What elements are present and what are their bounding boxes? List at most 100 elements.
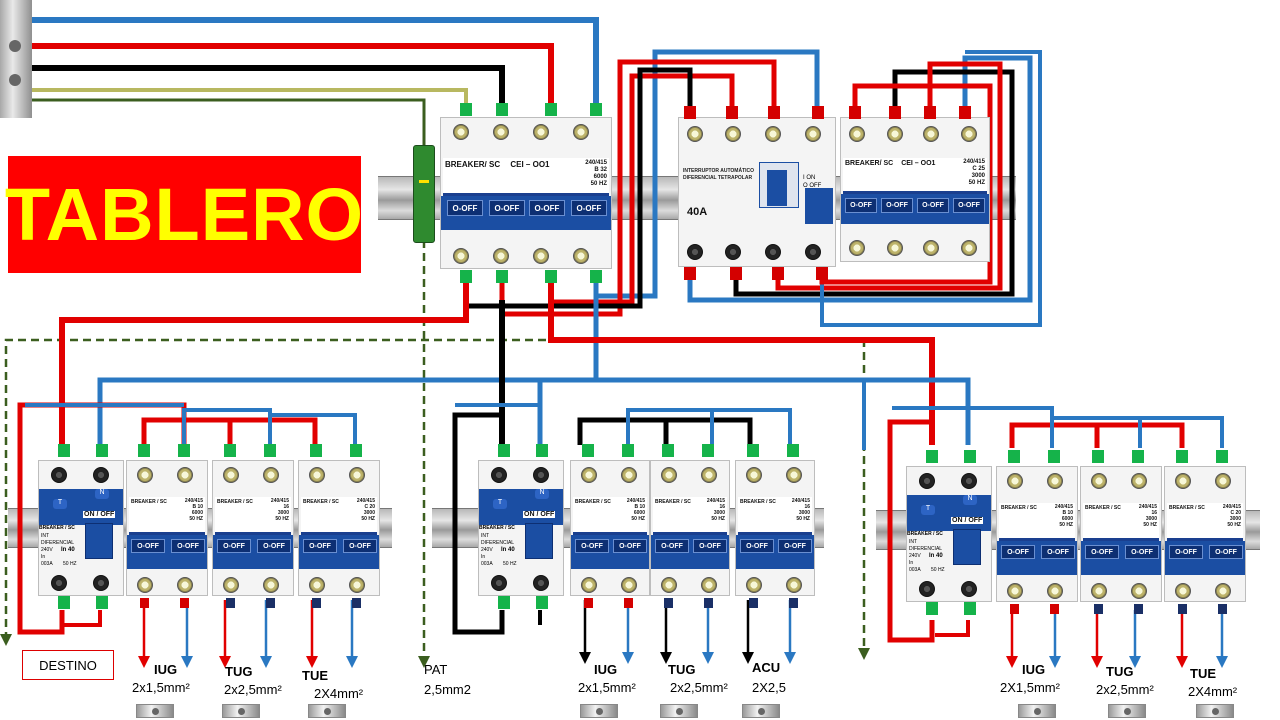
breaker-switch-left[interactable]: O-OFF — [303, 539, 337, 553]
main-breaker-switch-2[interactable]: O-OFF — [489, 200, 525, 216]
diff-line: 003A — [909, 567, 921, 573]
conduit-pipe — [136, 704, 174, 718]
circuit-name: TUG — [1106, 664, 1134, 679]
spec: B 32 — [594, 167, 607, 173]
circuit-section: 2x2,5mm² — [1096, 682, 1154, 697]
breaker-switch-left[interactable]: O-OFF — [1169, 545, 1203, 559]
breaker-switch-right[interactable]: O-OFF — [1209, 545, 1243, 559]
spec: 3000 — [971, 173, 985, 179]
breaker-label: BREAKER / SC — [740, 499, 776, 505]
switch-label: O-OFF — [1131, 548, 1153, 556]
circuit-section: 2x1,5mm² — [132, 680, 190, 695]
diff-line: 003A — [41, 561, 53, 567]
diff-toggle[interactable] — [953, 529, 981, 565]
conduit-pipe — [222, 704, 260, 718]
switch-label: O-OFF — [452, 203, 478, 213]
diff-line: DIFERENCIAL — [41, 540, 75, 546]
diff-line: DIFERENCIAL — [481, 540, 515, 546]
t-badge: T — [53, 499, 67, 509]
breaker-switch-right[interactable]: O-OFF — [693, 539, 727, 553]
breaker-label: BREAKER / SC — [217, 499, 253, 505]
breaker-switch-right[interactable]: O-OFF — [613, 539, 647, 553]
breaker-switch-left[interactable]: O-OFF — [1085, 545, 1119, 559]
breaker-switch-left[interactable]: O-OFF — [740, 539, 774, 553]
diff-rating: 40A — [687, 206, 707, 218]
conduit-pipe — [580, 704, 618, 718]
diff-toggle[interactable] — [525, 523, 553, 559]
spec: 240/415 — [963, 159, 985, 165]
switch-label: O-OFF — [661, 542, 683, 550]
breaker-switch-left[interactable]: O-OFF — [575, 539, 609, 553]
switch-label: O-OFF — [850, 202, 872, 209]
spec: 240/415 — [1054, 504, 1073, 510]
main-breaker-switch-3[interactable]: O-OFF — [529, 200, 565, 216]
supply-neutral-wire — [32, 17, 599, 110]
diff-top-label: BREAKER / SC — [479, 525, 515, 531]
breaker-switch-right[interactable]: O-OFF — [778, 539, 812, 553]
spec: 240/415 — [791, 498, 810, 504]
breaker-switch-right[interactable]: O-OFF — [1041, 545, 1075, 559]
breaker-switch-left[interactable]: O-OFF — [655, 539, 689, 553]
n-badge: N — [95, 489, 109, 499]
switch-label: O-OFF — [784, 542, 806, 550]
breaker-switch-right[interactable]: O-OFF — [1125, 545, 1159, 559]
spec: 50 HZ — [1143, 522, 1157, 528]
main-breaker-switch-1[interactable]: O-OFF — [447, 200, 483, 216]
spec: 240/415 — [626, 498, 645, 504]
switch-label: O-OFF — [1175, 548, 1197, 556]
c25-switch-4[interactable]: O-OFF — [953, 198, 985, 213]
main-breaker-switch-4[interactable]: O-OFF — [571, 200, 607, 216]
n-badge: N — [535, 489, 549, 499]
switch-label: O-OFF — [619, 542, 641, 550]
diff-line: In — [481, 554, 486, 560]
c25-switch-2[interactable]: O-OFF — [881, 198, 913, 213]
switch-label: O-OFF — [137, 542, 159, 550]
spec: C 25 — [972, 166, 985, 172]
title-box: TABLERO — [5, 156, 363, 273]
conduit-pipe — [308, 704, 346, 718]
circuit-name: IUG — [1022, 662, 1046, 677]
switch-label: O-OFF — [581, 542, 603, 550]
c25-switch-3[interactable]: O-OFF — [917, 198, 949, 213]
diff-switch-label: ON / OFF — [523, 511, 556, 518]
circuit-section: 2X4mm² — [1188, 684, 1238, 699]
diff-toggle[interactable] — [85, 523, 113, 559]
c25-switch-1[interactable]: O-OFF — [845, 198, 877, 213]
diff-hz: 50 HZ — [503, 561, 517, 567]
breaker-switch-left[interactable]: O-OFF — [1001, 545, 1035, 559]
breaker-switch-right[interactable]: O-OFF — [343, 539, 377, 553]
spec: 240/415 — [585, 160, 607, 166]
switch-label: O-OFF — [699, 542, 721, 550]
spec: C 20 — [1230, 510, 1241, 516]
breaker-switch-right[interactable]: O-OFF — [257, 539, 291, 553]
spec: 50 HZ — [189, 516, 203, 522]
supply-phase-black-wire — [32, 65, 505, 110]
diff-label-2: DIFERENCIAL TETRAPOLAR — [683, 175, 753, 181]
breaker-switch-left[interactable]: O-OFF — [131, 539, 165, 553]
switch-label: O-OFF — [746, 542, 768, 550]
diff-hz: 50 HZ — [931, 567, 945, 573]
diff-hz: 50 HZ — [63, 561, 77, 567]
circuit-name: TUG — [225, 664, 253, 679]
switch-label: O-OFF — [223, 542, 245, 550]
breaker-switch-right[interactable]: O-OFF — [171, 539, 205, 553]
spec: 50 HZ — [361, 516, 375, 522]
spec: 50 HZ — [631, 516, 645, 522]
breaker-switch-left[interactable]: O-OFF — [217, 539, 251, 553]
t-badge: T — [921, 505, 935, 515]
circuit-section: 2X4mm² — [314, 686, 364, 701]
diff-top-label: BREAKER / SC — [39, 525, 75, 531]
spec: 6000 — [1061, 516, 1073, 522]
switch-label: O-OFF — [534, 203, 560, 213]
diff-toggle[interactable] — [805, 188, 833, 224]
main-breaker-label: BREAKER/ SC — [445, 160, 501, 169]
spec: 3000 — [1229, 516, 1241, 522]
